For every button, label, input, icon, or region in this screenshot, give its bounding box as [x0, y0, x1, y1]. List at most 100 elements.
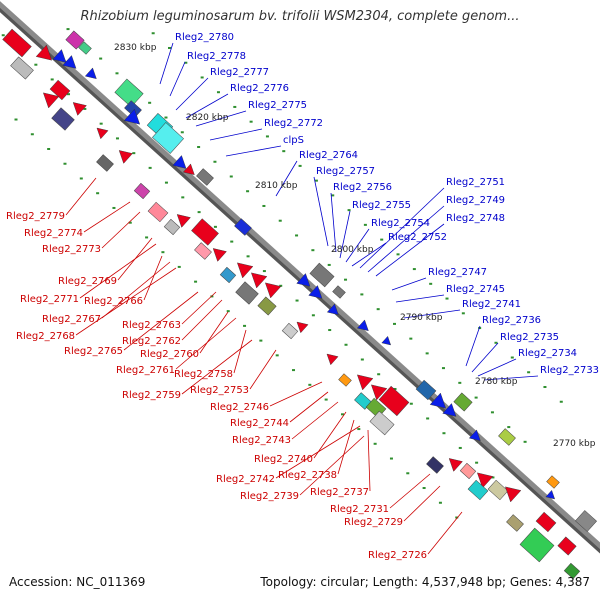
tick-mark [314, 179, 318, 182]
tick-mark [389, 457, 393, 460]
tick-mark [507, 426, 511, 429]
reverse-gene-label: Rleg2_2731 [330, 504, 389, 515]
tick-mark [279, 284, 283, 287]
tick-mark [226, 310, 230, 313]
tick-mark [99, 122, 103, 125]
reverse-gene-label: Rleg2_2767 [42, 314, 101, 325]
forward-leader-line [159, 42, 174, 85]
forward-leader-line [175, 77, 209, 111]
gene-feature [575, 510, 597, 532]
reverse-leader-line [83, 201, 131, 233]
reverse-leader-line [291, 401, 339, 440]
gene-feature [51, 107, 75, 131]
forward-leader-line [391, 277, 427, 291]
tick-mark [425, 352, 429, 355]
reverse-leader-line [233, 329, 247, 374]
gene-feature [563, 562, 581, 580]
reverse-gene-label: Rleg2_2765 [64, 346, 123, 357]
tick-mark [184, 61, 188, 64]
tick-mark [164, 181, 168, 184]
tick-mark [63, 162, 67, 165]
gene-feature-arrow [545, 489, 556, 500]
gene-feature [506, 514, 524, 532]
tick-mark [151, 32, 155, 35]
gene-feature [219, 266, 237, 284]
tick-mark [180, 131, 184, 134]
tick-mark [128, 221, 132, 224]
reverse-leader-line [275, 425, 361, 479]
tick-mark [50, 78, 54, 81]
gene-feature-arrow [265, 282, 282, 299]
gene-features-layer [2, 28, 597, 580]
tick-mark [216, 91, 220, 94]
gene-feature-arrow [371, 384, 388, 401]
forward-gene-label: clpS [283, 135, 304, 146]
reverse-gene-label: Rleg2_2726 [368, 550, 427, 561]
tick-mark [373, 442, 377, 445]
tick-mark [115, 72, 119, 75]
forward-leader-line [465, 325, 481, 367]
tick-mark [177, 265, 181, 268]
gene-feature-arrow [35, 44, 53, 61]
gene-feature [426, 456, 444, 474]
backbone-line [0, 1, 600, 550]
forward-gene-label: Rleg2_2748 [446, 213, 505, 224]
tick-mark [474, 396, 478, 399]
gene-feature-arrow [96, 127, 109, 140]
gene-feature-arrow [182, 163, 195, 175]
tick-marks-layer [1, 28, 563, 519]
tick-mark [559, 400, 563, 403]
gene-feature [49, 79, 71, 101]
tick-mark [259, 339, 263, 342]
gene-feature [194, 242, 212, 260]
tick-mark [311, 314, 315, 317]
forward-gene-label: Rleg2_2734 [518, 348, 577, 359]
forward-leader-line [395, 294, 445, 303]
tick-mark [426, 417, 430, 420]
forward-leader-line [313, 176, 329, 247]
tick-mark [99, 57, 103, 60]
tick-mark [197, 211, 201, 214]
forward-gene-label: Rleg2_2776 [230, 83, 289, 94]
tick-mark [490, 411, 494, 414]
tick-mark [83, 107, 87, 110]
forward-leader-line [330, 192, 337, 253]
tick-mark [249, 120, 253, 123]
forward-leader-line [471, 342, 499, 373]
forward-leader-line [351, 242, 387, 267]
gene-feature-arrow [468, 429, 481, 441]
gene-feature [281, 322, 299, 340]
tick-mark [200, 76, 204, 79]
tick-mark [523, 440, 527, 443]
tick-mark [494, 341, 498, 344]
forward-gene-label: Rleg2_2736 [482, 315, 541, 326]
tick-mark [455, 516, 459, 519]
forward-gene-label: Rleg2_2755 [352, 200, 411, 211]
forward-gene-label: Rleg2_2733 [540, 365, 599, 376]
reverse-gene-label: Rleg2_2771 [20, 294, 79, 305]
tick-mark [148, 166, 152, 169]
gene-feature [152, 122, 184, 154]
forward-gene-label: Rleg2_2756 [333, 182, 392, 193]
tick-mark [34, 63, 38, 66]
reverse-gene-label: Rleg2_2766 [84, 296, 143, 307]
gene-feature-arrow [251, 272, 268, 289]
tick-mark [438, 501, 442, 504]
tick-mark [243, 324, 247, 327]
tick-mark [360, 358, 364, 361]
reverse-gene-label: Rleg2_2773 [42, 244, 101, 255]
reverse-leader-line [389, 473, 431, 509]
reverse-gene-label: Rleg2_2743 [232, 435, 291, 446]
tick-mark [132, 152, 136, 155]
reverse-gene-label: Rleg2_2753 [190, 385, 249, 396]
tick-mark [292, 369, 296, 372]
tick-mark [148, 101, 152, 104]
tick-mark [409, 402, 413, 405]
reverse-gene-label: Rleg2_2762 [122, 336, 181, 347]
forward-leader-line [209, 128, 263, 141]
tick-mark [161, 251, 165, 254]
tick-mark [510, 356, 514, 359]
label-leader-lines-layer [65, 42, 539, 555]
